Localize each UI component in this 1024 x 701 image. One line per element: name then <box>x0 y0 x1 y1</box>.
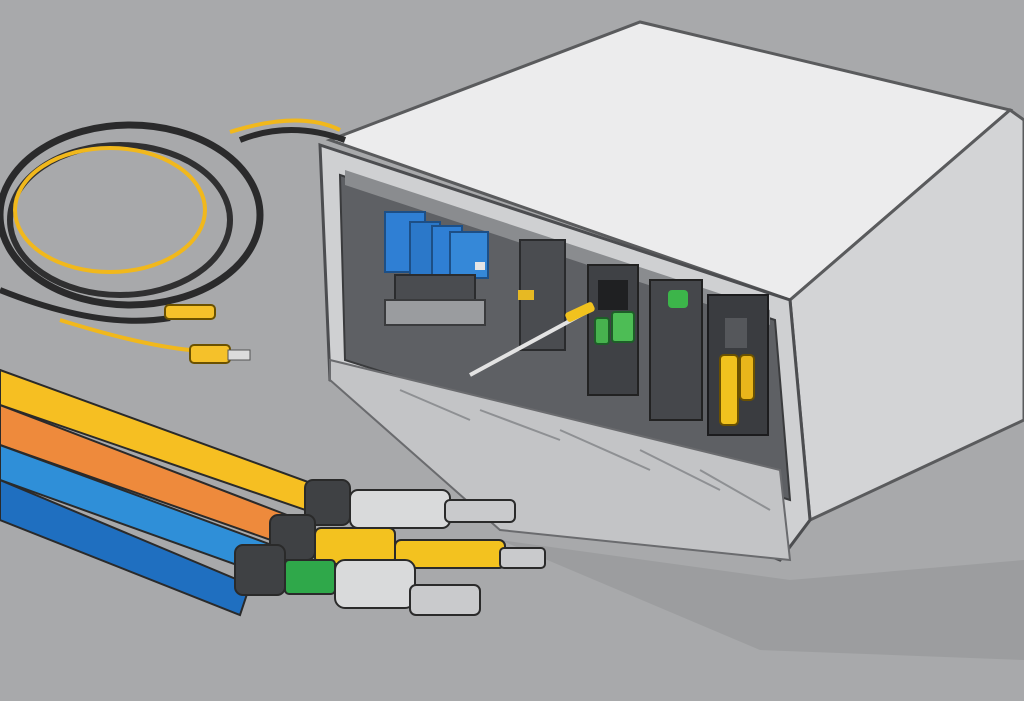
junction-box <box>318 20 1024 562</box>
coiled-cables <box>0 118 347 364</box>
yellow-plug <box>164 304 251 364</box>
blue-relay-block <box>384 211 489 326</box>
yellow-plug-inside <box>719 354 755 426</box>
cable-bundle <box>0 368 546 617</box>
